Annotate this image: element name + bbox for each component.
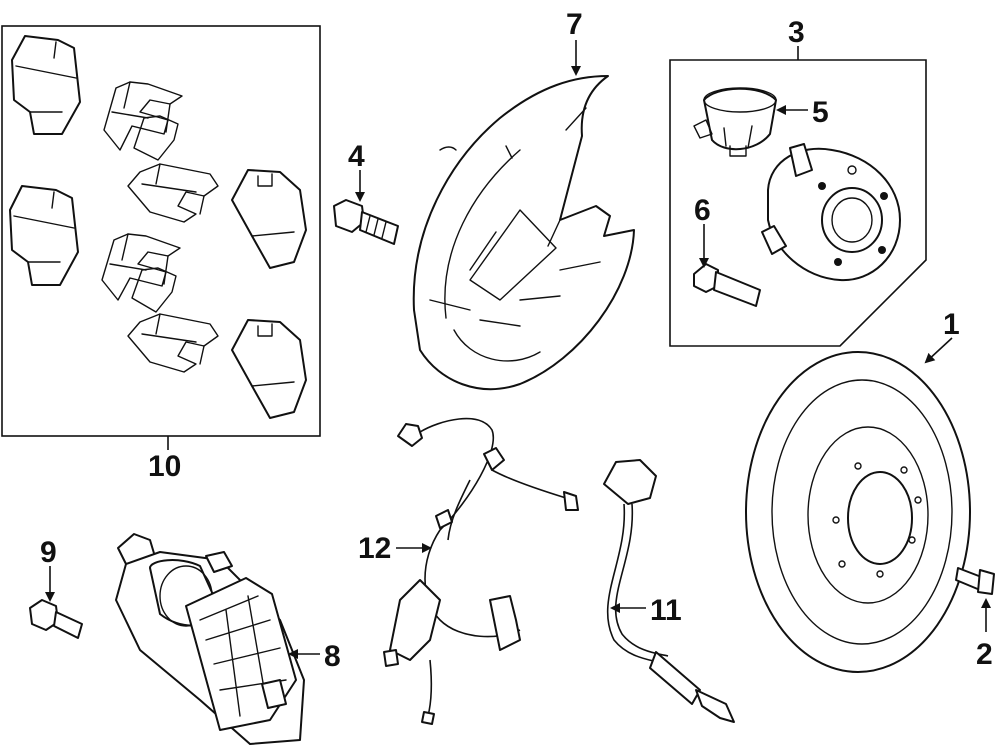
pad-clip-set-3 [101, 233, 181, 313]
callout-8: 8 [324, 640, 341, 673]
pad-kit-box [1, 25, 321, 450]
brake-pad-lower-right [231, 319, 307, 419]
callout-12: 12 [358, 532, 391, 565]
rotor-screw-2 [955, 567, 995, 595]
callout-9: 9 [40, 536, 57, 569]
abs-wiring-12 [383, 417, 579, 725]
brake-pad-upper-right [231, 169, 307, 269]
callout-6: 6 [694, 194, 711, 227]
callout-5: 5 [812, 96, 829, 129]
callout-1: 1 [943, 308, 960, 341]
brake-pad-lower-left [9, 185, 79, 286]
brake-caliper-8 [115, 533, 305, 745]
brake-rotor-1 [745, 351, 971, 673]
caliper-bolt-4 [333, 199, 399, 245]
callout-3: 3 [788, 16, 805, 49]
wheel-stud-6 [693, 263, 761, 307]
callout-11: 11 [650, 594, 682, 627]
hub-bearing [761, 143, 901, 282]
abs-tone-ring-5 [693, 87, 777, 157]
dust-shield-7 [412, 75, 635, 391]
pad-clip-set-2 [127, 163, 219, 223]
caliper-bolt-9 [29, 599, 83, 639]
leader-1 [924, 337, 953, 364]
pad-clip-set-1 [103, 81, 183, 161]
brake-pad-upper-left [11, 35, 81, 135]
callout-7: 7 [566, 8, 583, 41]
callout-10: 10 [148, 450, 181, 483]
hub-assembly-box [669, 46, 927, 347]
brake-hose-11 [603, 459, 735, 723]
pad-clip-set-4 [127, 313, 219, 373]
callout-labels: 1 2 3 4 5 6 7 8 9 10 11 12 [40, 8, 993, 673]
callout-4: 4 [348, 140, 365, 173]
callout-2: 2 [976, 638, 993, 671]
leader-lines [45, 40, 991, 659]
